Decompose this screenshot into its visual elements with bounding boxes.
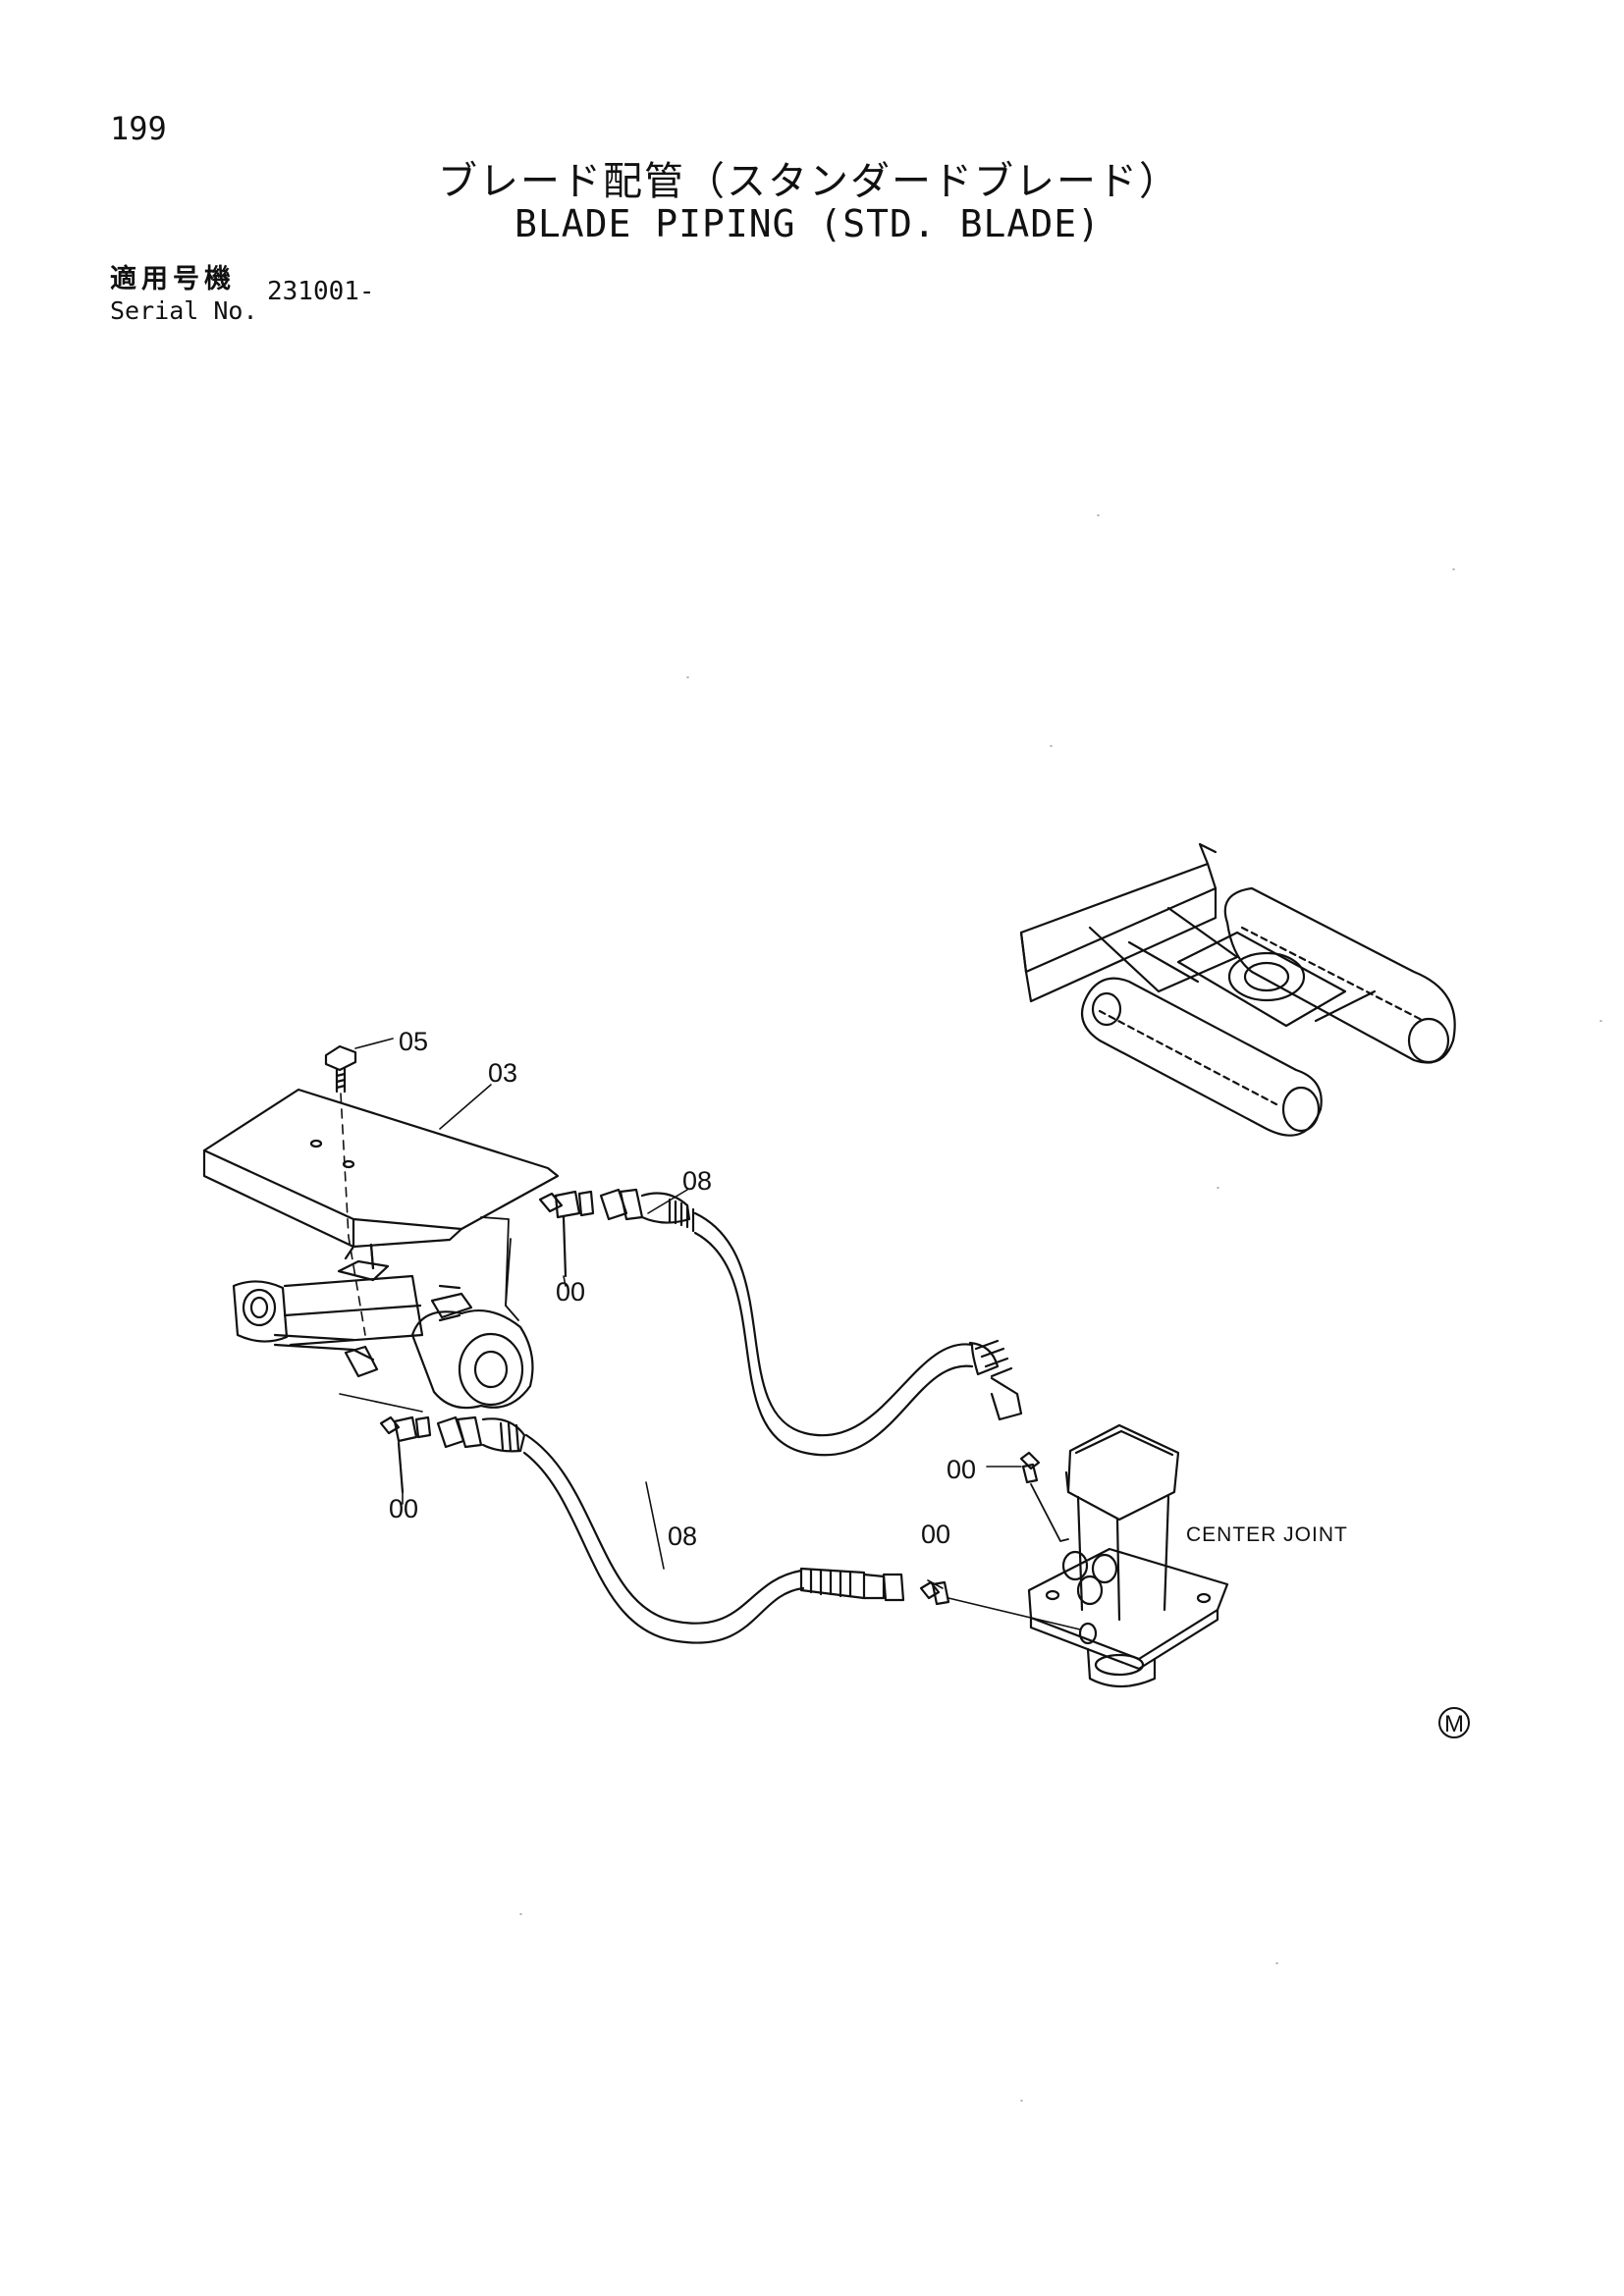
- callout-08-upper-label: 08: [682, 1166, 712, 1196]
- center-joint-part: [1027, 1423, 1229, 1688]
- fitting-lower-left-part: [379, 1415, 432, 1494]
- center-joint-label: CENTER JOINT: [1186, 1523, 1348, 1546]
- scan-specks: [519, 514, 1602, 2102]
- callout-00-upper-left-label: 00: [556, 1277, 585, 1307]
- fitting-joint-lower-part: [919, 1580, 1081, 1630]
- hose-upper-part: [599, 1188, 1023, 1457]
- page-number: 199: [110, 110, 167, 147]
- fitting-upper-left-part: [538, 1190, 595, 1278]
- serial-number-range: 231001-: [267, 277, 375, 306]
- serial-label-english: Serial No.: [110, 296, 258, 325]
- cylinder-cover-part: [202, 1088, 560, 1270]
- callout-00-joint-lower-label: 00: [921, 1520, 950, 1549]
- serial-label-japanese: 適用号機: [110, 264, 236, 294]
- blade-cylinder-part: [232, 1216, 534, 1413]
- callout-00-lower-left-label: 00: [389, 1494, 418, 1523]
- circled-m-mark: M: [1438, 1707, 1470, 1738]
- callout-00-joint-upper-label: 00: [947, 1455, 976, 1484]
- hose-lower-part: [436, 1415, 905, 1644]
- callout-08-lower-label: 08: [668, 1522, 697, 1551]
- fitting-joint-upper-part: [1019, 1451, 1069, 1542]
- page-title-japanese: ブレード配管（スタンダードブレード）: [438, 159, 1180, 204]
- page-title-english: BLADE PIPING (STD. BLADE): [514, 202, 1101, 245]
- bolt-part: [324, 1044, 366, 1336]
- callout-03-label: 03: [488, 1058, 517, 1088]
- undercarriage-overview-illustration: [1019, 842, 1456, 1137]
- callout-05-label: 05: [399, 1027, 428, 1056]
- callout-leader-lines: [354, 1038, 1022, 1589]
- circled-m-letter: M: [1444, 1711, 1464, 1737]
